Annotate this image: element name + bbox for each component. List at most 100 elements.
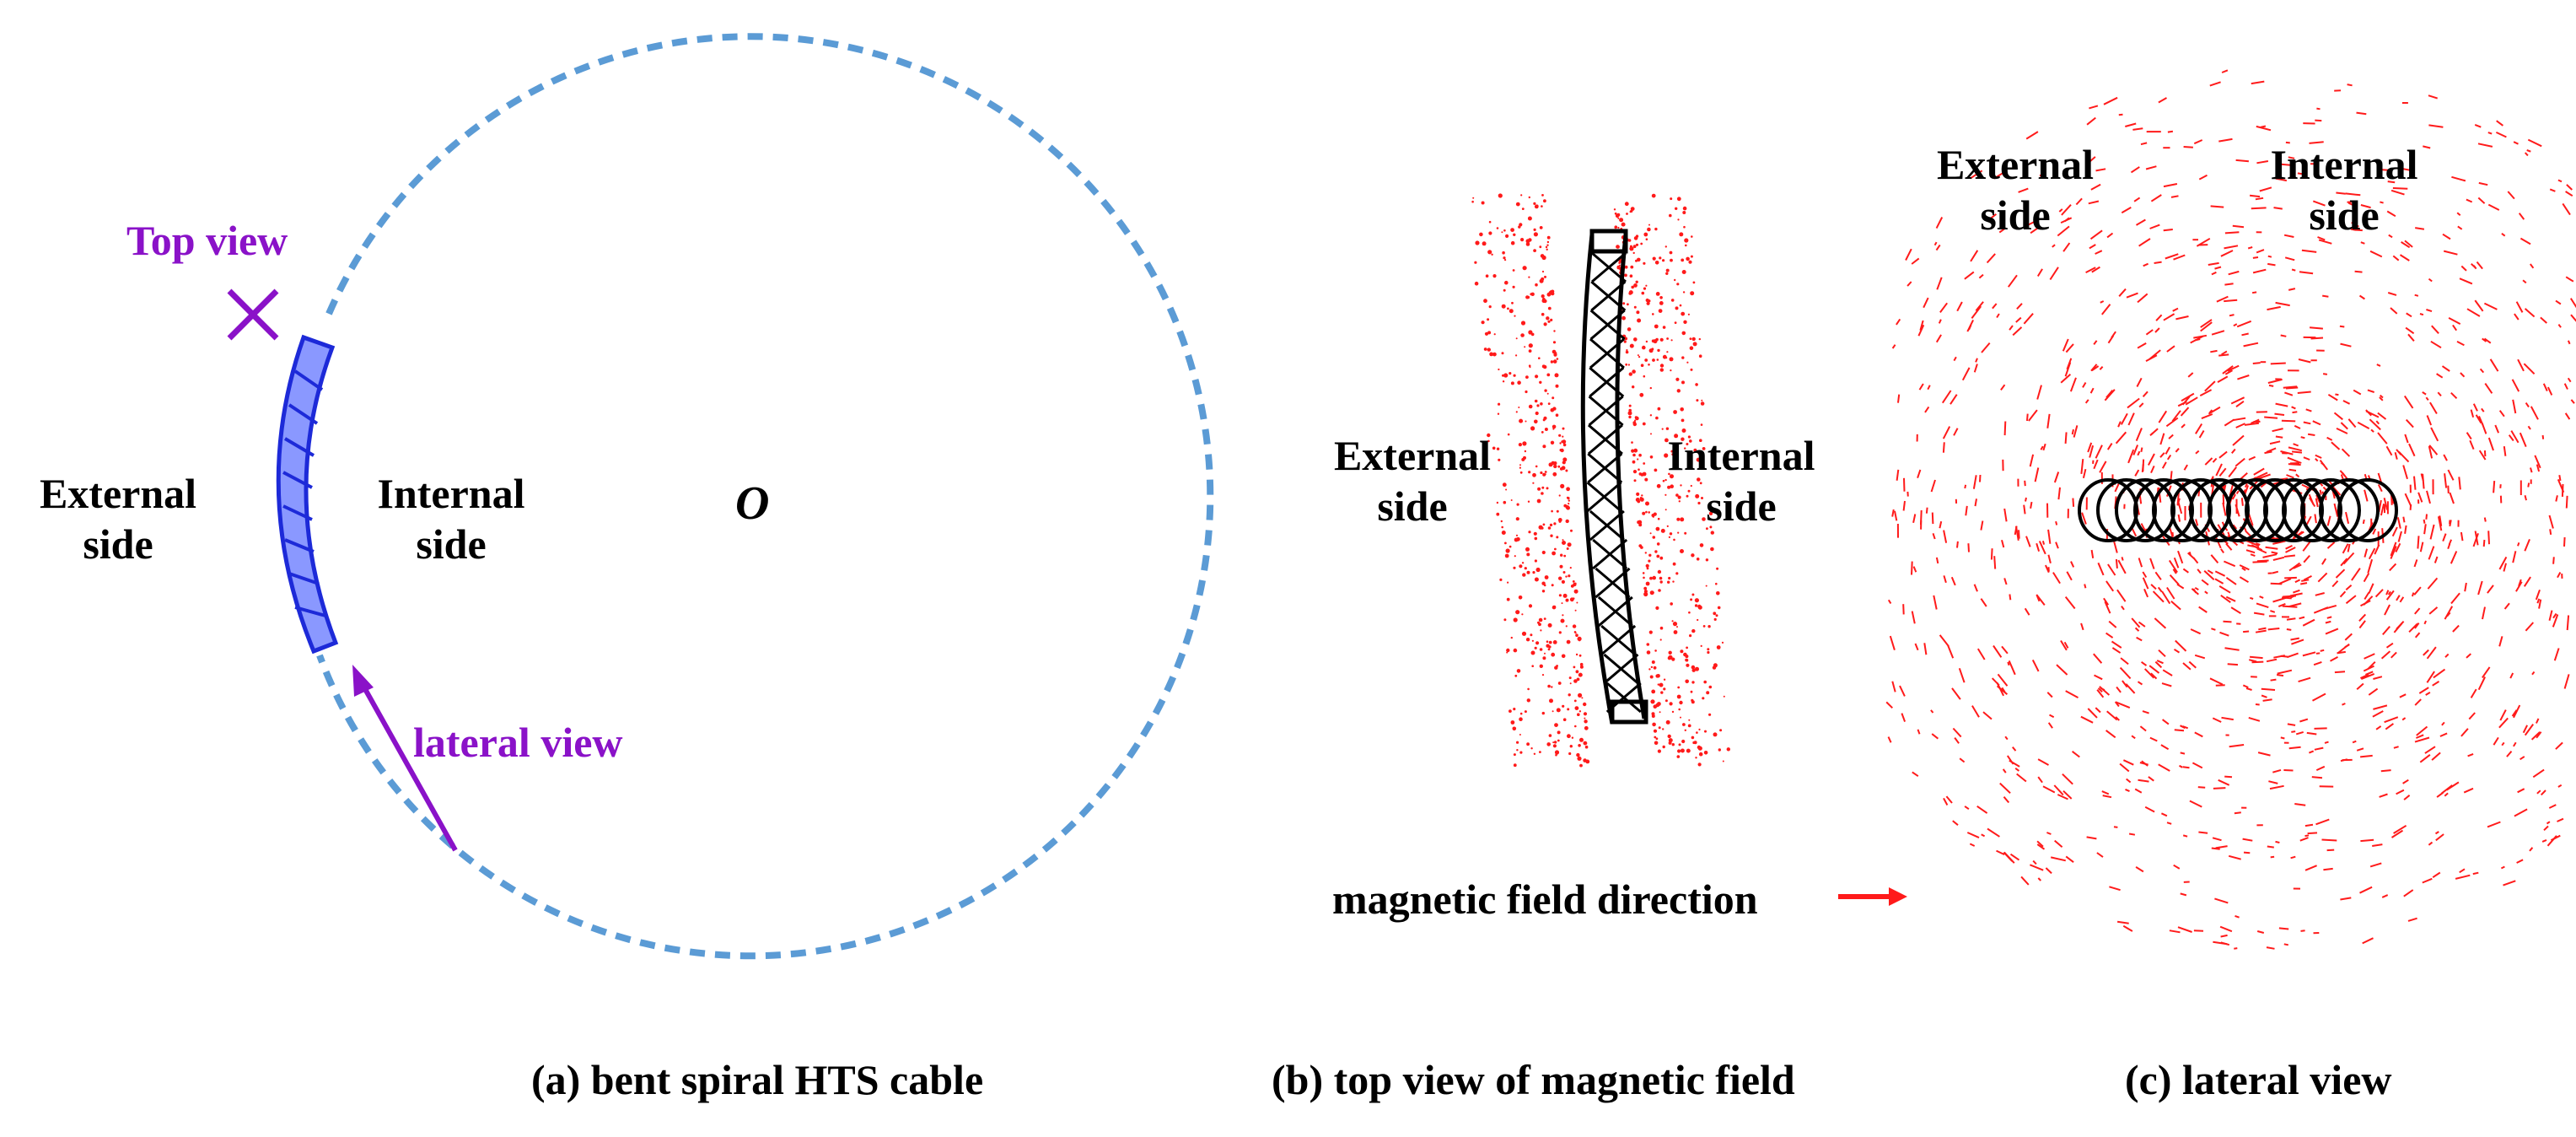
field-dot bbox=[1472, 197, 1475, 199]
field-vector bbox=[2171, 531, 2174, 536]
field-dot bbox=[1665, 357, 1668, 359]
field-vector bbox=[2464, 582, 2467, 592]
field-vector bbox=[2267, 262, 2276, 267]
field-vector bbox=[2368, 547, 2376, 560]
field-vector bbox=[2377, 432, 2388, 445]
field-vector bbox=[2477, 580, 2483, 595]
field-vector bbox=[2324, 741, 2329, 744]
field-dot bbox=[1534, 399, 1538, 403]
field-vector bbox=[2181, 392, 2195, 402]
field-vector bbox=[2271, 551, 2278, 555]
field-vector bbox=[2159, 452, 2165, 458]
field-vector bbox=[2195, 450, 2200, 455]
field-dot bbox=[1626, 349, 1628, 352]
field-dot bbox=[1614, 225, 1618, 229]
field-vector bbox=[1949, 394, 1958, 405]
field-vector bbox=[1964, 484, 1967, 489]
field-dot bbox=[1665, 272, 1669, 275]
field-dot bbox=[1562, 457, 1568, 462]
field-vector bbox=[2050, 856, 2067, 862]
field-vector bbox=[2201, 413, 2213, 420]
field-vector bbox=[2160, 744, 2170, 751]
field-dot bbox=[1544, 471, 1547, 473]
field-vector bbox=[1930, 479, 1936, 493]
field-dot bbox=[1560, 483, 1565, 489]
field-vector bbox=[2367, 389, 2375, 393]
field-dot bbox=[1659, 301, 1664, 305]
field-dot bbox=[1690, 291, 1695, 296]
field-vector bbox=[2025, 536, 2031, 547]
field-dot bbox=[1668, 741, 1672, 745]
field-vector bbox=[2370, 428, 2374, 433]
field-dot bbox=[1632, 460, 1636, 464]
field-dot bbox=[1525, 295, 1530, 299]
field-vector bbox=[2211, 628, 2216, 631]
field-dot bbox=[1659, 368, 1664, 372]
field-dot bbox=[1710, 547, 1714, 552]
field-vector bbox=[2073, 425, 2079, 438]
field-dot bbox=[1521, 562, 1525, 564]
field-dot bbox=[1627, 303, 1629, 306]
field-vector bbox=[2275, 301, 2290, 307]
field-vector bbox=[2242, 838, 2253, 842]
field-vector bbox=[2163, 229, 2173, 232]
field-dot bbox=[1514, 555, 1516, 558]
field-vector bbox=[2268, 384, 2274, 387]
field-vector bbox=[2511, 379, 2520, 392]
field-dot bbox=[1544, 389, 1547, 392]
field-vector bbox=[2327, 393, 2338, 401]
field-vector bbox=[2136, 377, 2143, 387]
field-vector bbox=[1920, 509, 1923, 525]
field-vector bbox=[2091, 365, 2100, 372]
field-dot bbox=[1507, 307, 1509, 310]
field-vector bbox=[2498, 636, 2503, 647]
field-dot bbox=[1541, 205, 1543, 207]
field-dot bbox=[1679, 700, 1683, 705]
field-dot bbox=[1542, 445, 1546, 449]
field-dot bbox=[1507, 581, 1509, 584]
field-vector bbox=[2132, 445, 2139, 455]
field-dot bbox=[1659, 556, 1664, 560]
field-dot bbox=[1676, 389, 1681, 393]
field-vector bbox=[2447, 469, 2455, 481]
field-dot bbox=[1645, 298, 1649, 303]
field-dot bbox=[1697, 618, 1699, 622]
field-dot bbox=[1524, 450, 1527, 453]
field-dot bbox=[1681, 311, 1686, 316]
field-vector bbox=[1993, 556, 1997, 569]
field-vector bbox=[2093, 653, 2103, 664]
field-vector bbox=[2250, 553, 2256, 558]
field-dot bbox=[1667, 734, 1671, 739]
field-vector bbox=[2194, 654, 2206, 660]
field-vector bbox=[2105, 632, 2114, 639]
field-dot bbox=[1498, 193, 1503, 198]
field-dot bbox=[1651, 689, 1656, 694]
field-vector bbox=[2315, 652, 2321, 655]
field-vector bbox=[2285, 386, 2299, 390]
field-dot bbox=[1664, 245, 1668, 248]
field-dot bbox=[1670, 197, 1673, 201]
field-dot bbox=[1505, 234, 1509, 238]
field-vector bbox=[2268, 780, 2278, 784]
field-vector bbox=[2413, 476, 2417, 490]
field-vector bbox=[2337, 643, 2350, 654]
field-dot bbox=[1513, 566, 1516, 569]
field-vector bbox=[1974, 498, 1977, 507]
field-vector bbox=[2121, 606, 2125, 611]
field-vector bbox=[2525, 402, 2530, 408]
field-vector bbox=[2256, 125, 2272, 132]
field-vector bbox=[2293, 443, 2299, 447]
field-vector bbox=[2093, 459, 2099, 470]
field-vector bbox=[1889, 635, 1896, 650]
field-vector bbox=[2363, 573, 2370, 583]
field-vector bbox=[2154, 261, 2162, 264]
field-vector bbox=[2439, 515, 2443, 526]
field-dot bbox=[1526, 698, 1531, 703]
field-dot bbox=[1708, 685, 1713, 689]
field-vector bbox=[1933, 241, 1938, 246]
field-dot bbox=[1669, 251, 1673, 255]
field-vector bbox=[2256, 602, 2269, 609]
field-dot bbox=[1570, 585, 1574, 588]
field-vector bbox=[2120, 412, 2128, 425]
field-vector bbox=[1976, 805, 1988, 814]
